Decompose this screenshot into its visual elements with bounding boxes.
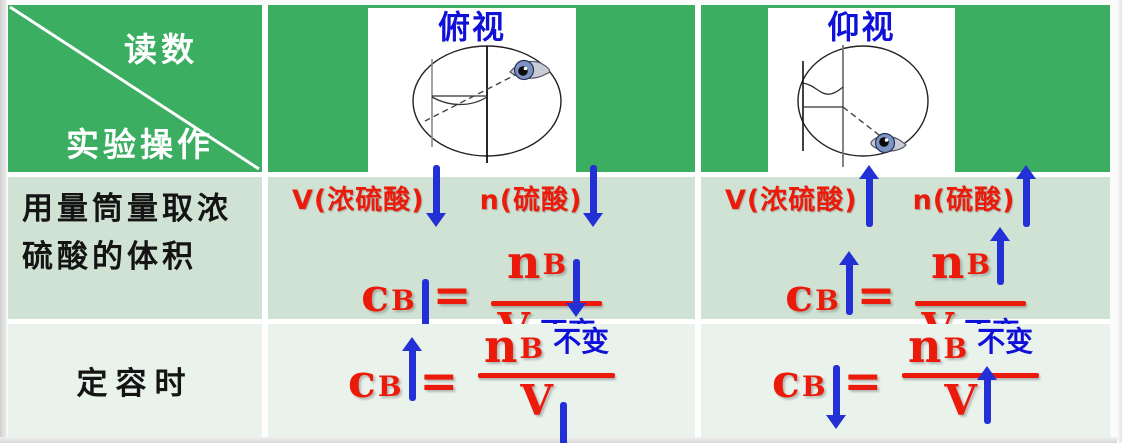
down-arrow-icon — [566, 259, 587, 317]
reading-header-label: 读数 — [124, 30, 198, 69]
page-left-edge — [0, 0, 7, 443]
bottomview-header-cell: 仰视 — [701, 5, 1110, 172]
topview-title: 俯视 — [437, 8, 506, 46]
v-symbol: V — [944, 376, 977, 425]
topview-header-cell: 俯视 — [268, 5, 695, 172]
bottomview-diagram-box: 仰视 — [768, 8, 955, 172]
sight-line — [424, 72, 520, 122]
bottomview-title: 仰视 — [827, 8, 896, 46]
page-right-edge — [1117, 0, 1122, 443]
moles-effect: n(硫酸) — [912, 165, 1037, 241]
volume-label: V(浓硫酸) — [725, 185, 858, 216]
subscript-b: B — [542, 248, 567, 281]
subscript-b: B — [966, 248, 991, 281]
subscript-b: B — [391, 283, 415, 317]
meniscus-curve — [802, 82, 844, 95]
moles-label: n(硫酸) — [912, 185, 1016, 216]
equals-sign: = — [843, 353, 883, 408]
fraction-bar — [915, 301, 1026, 306]
equals-sign: = — [432, 267, 472, 322]
volume-effect: V(浓硫酸) — [292, 165, 446, 241]
up-arrow-icon — [858, 165, 879, 227]
subscript-b: B — [519, 332, 544, 365]
down-arrow-icon — [553, 402, 573, 443]
up-arrow-icon — [838, 250, 859, 315]
c-symbol: c — [771, 353, 800, 408]
row-label-measuring: 用量筒量取浓硫酸的体积 — [8, 177, 262, 319]
topview-diagram-box: 俯视 — [368, 8, 576, 172]
row-label-fixing-volume: 定容时 — [76, 366, 194, 402]
topview-eye-diagram — [412, 45, 562, 164]
measuring-bottomview-cell: V(浓硫酸) n(硫酸) cB = nB V不变 — [701, 165, 1110, 350]
up-arrow-icon — [990, 227, 1011, 285]
n-symbol: n — [931, 235, 965, 289]
operation-header-label: 实验操作 — [66, 125, 214, 164]
comparison-table: 读数 实验操作 俯视 — [8, 5, 1110, 443]
variable-effects: V(浓硫酸) n(硫酸) — [268, 165, 695, 237]
variable-effects: V(浓硫酸) n(硫酸) — [701, 165, 1110, 237]
moles-effect: n(硫酸) — [479, 165, 604, 241]
n-symbol: n — [507, 235, 541, 289]
eye-icon — [509, 60, 551, 81]
subscript-b: B — [377, 369, 402, 403]
volume-effect: V(浓硫酸) — [725, 165, 879, 241]
meniscus-curve — [431, 96, 488, 106]
subscript-b: B — [815, 283, 839, 317]
n-symbol: n — [484, 319, 518, 373]
fraction-bar — [902, 373, 1040, 378]
up-arrow-icon — [1016, 165, 1037, 227]
volume-label: V(浓硫酸) — [292, 185, 425, 216]
subscript-b: B — [801, 369, 826, 403]
c-symbol: c — [361, 267, 390, 322]
down-arrow-icon — [583, 165, 604, 227]
n-symbol: n — [908, 319, 942, 373]
row-fixing-volume: 定容时 — [8, 324, 262, 437]
fraction-bar — [478, 373, 616, 378]
equals-sign: = — [419, 353, 459, 408]
equals-sign: = — [856, 267, 896, 322]
fraction-bar — [491, 301, 602, 306]
bottomview-eye-diagram — [797, 45, 929, 168]
diagonal-divider — [9, 5, 260, 171]
up-arrow-icon — [401, 336, 422, 401]
eye-icon — [870, 133, 907, 154]
c-symbol: c — [347, 353, 376, 408]
subscript-b: B — [943, 332, 968, 365]
down-arrow-icon — [425, 165, 446, 227]
corner-header-cell: 读数 实验操作 — [8, 5, 262, 172]
concentration-formula: cB = nB V不变 — [268, 239, 695, 350]
down-arrow-icon — [825, 364, 846, 429]
moles-label: n(硫酸) — [479, 185, 583, 216]
magnifier-circle — [797, 45, 929, 157]
unchanged-note: 不变 — [553, 325, 610, 358]
c-symbol: c — [785, 267, 814, 322]
measuring-topview-cell: V(浓硫酸) n(硫酸) cB = nB V不变 — [268, 165, 695, 350]
fraction-denominator: V — [938, 366, 1003, 438]
fraction-denominator: V — [514, 376, 579, 443]
unchanged-note: 不变 — [977, 325, 1034, 358]
v-symbol: V — [520, 376, 553, 425]
up-arrow-icon — [976, 366, 997, 424]
